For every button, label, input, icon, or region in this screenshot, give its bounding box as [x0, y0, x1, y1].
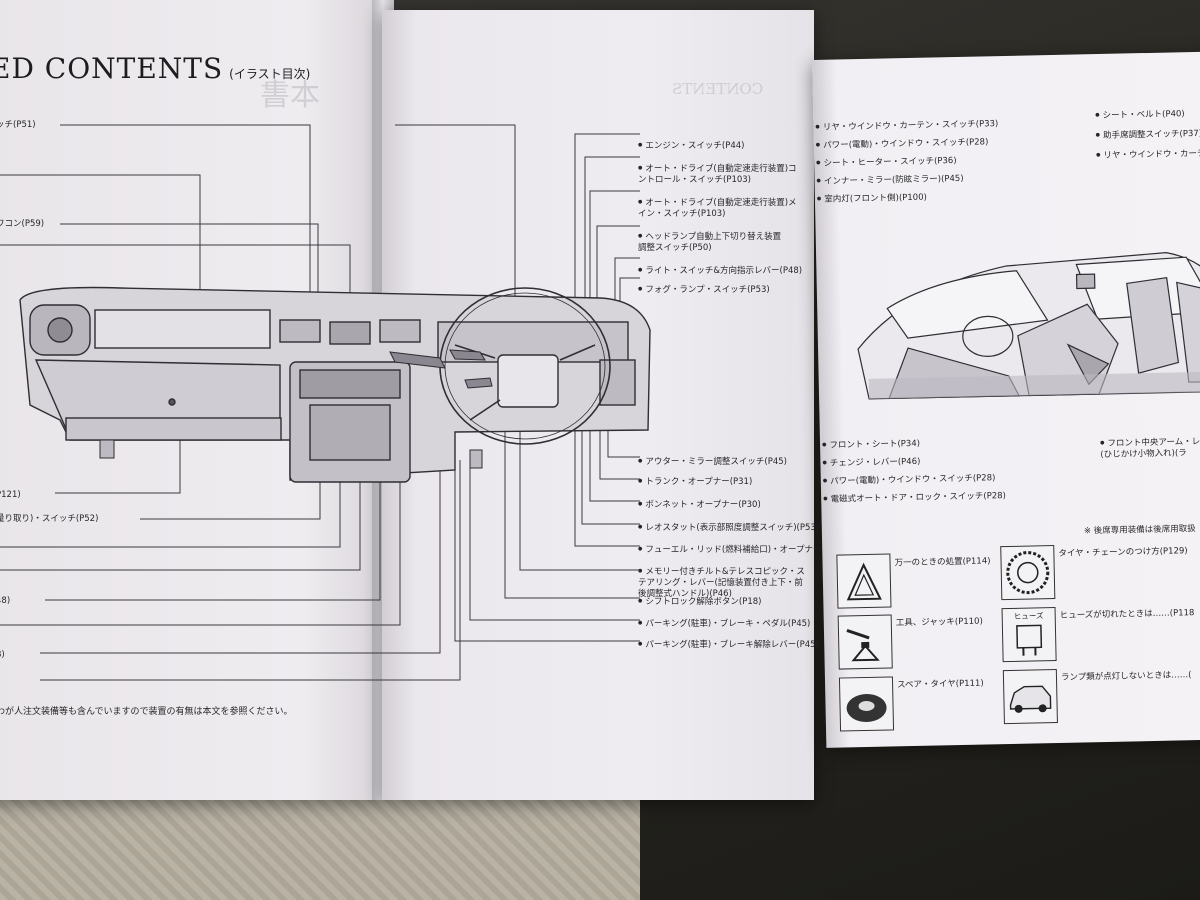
- emergency-label: ランプ類が点灯しないときは……(: [1060, 670, 1192, 683]
- emergency-label: ヒューズが切れたときは……(P118: [1059, 608, 1195, 621]
- heading-title: ED CONTENTS: [0, 52, 224, 85]
- right-page: リヤ・ウインドウ・カーテン・スイッチ(P33) パワー(電動)・ウインドウ・スイ…: [812, 51, 1200, 748]
- callout-label: オート・ドライブ(自動定速走行装置)メイン・スイッチ(P103): [638, 197, 798, 220]
- callout-label: ヘッドランプ自動上下切り替え装置調整スイッチ(P50): [638, 231, 788, 254]
- callout-label: トランク・オープナー(P31): [638, 476, 752, 488]
- callout-label: オート・ドライブ(自動定速走行装置)コントロール・スイッチ(P103): [638, 163, 798, 186]
- callout-label: シート・ベルト(P40): [1095, 108, 1185, 122]
- callout-label: レオスタット(表示部照度調整スイッチ)(P53): [638, 522, 819, 534]
- left-label: 8): [0, 650, 5, 660]
- fuse-icon: ヒューズ: [1001, 607, 1057, 663]
- callout-label: パワー(電動)・ウインドウ・スイッチ(P28): [823, 472, 996, 488]
- callout-label: 助手席調整スイッチ(P37): [1096, 128, 1200, 142]
- callout-label: メモリー付きチルト&テレスコピック・ステアリング・レバー(記憶装置付き上下・前後…: [638, 566, 806, 600]
- tire-chain-icon: [1000, 545, 1056, 601]
- left-label: ワコン(P59): [0, 219, 45, 229]
- callout-label: シート・ヒーター・スイッチ(P36): [816, 155, 957, 170]
- callout-label: チェンジ・レバー(P46): [822, 456, 921, 470]
- emergency-label: 万一のときの処置(P114): [894, 556, 991, 569]
- emergency-label: スペア・タイヤ(P111): [897, 678, 984, 691]
- emergency-label: タイヤ・チェーンのつけ方(P129): [1058, 546, 1188, 559]
- callout-label: ライト・スイッチ&方向指示レバー(P48): [638, 265, 802, 277]
- callout-label: 電磁式オート・ドア・ロック・スイッチ(P28): [823, 490, 1006, 506]
- jack-icon: [837, 614, 893, 670]
- heading-subtitle: (イラスト目次): [229, 67, 311, 81]
- warning-triangle-icon: [836, 553, 892, 609]
- car-front-icon: [1002, 669, 1058, 725]
- emergency-label: 工具、ジャッキ(P110): [895, 616, 983, 629]
- callout-label: エンジン・スイッチ(P44): [638, 140, 744, 152]
- left-label: P121): [0, 490, 21, 500]
- callout-label: パーキング(駐車)・ブレーキ解除レバー(P45): [638, 639, 818, 651]
- left-label: 48): [0, 596, 11, 606]
- left-label: ッチ(P51): [0, 120, 36, 130]
- callout-label: パワー(電動)・ウインドウ・スイッチ(P28): [816, 136, 989, 152]
- callout-label: フロント・シート(P34): [822, 438, 920, 452]
- page-heading: ED CONTENTS (イラスト目次): [0, 52, 310, 85]
- car-interior-illustration: [857, 252, 1200, 400]
- callout-label: インナー・ミラー(防眩ミラー)(P45): [816, 173, 964, 188]
- callout-label: フューエル・リッド(燃料補給口)・オープナー(P30): [638, 544, 844, 556]
- callout-label: ボンネット・オープナー(P30): [638, 499, 760, 511]
- callout-label: 室内灯(フロント側)(P100): [817, 192, 927, 206]
- left-footnote: わが人注文装備等も含んでいますので装置の有無は本文を参照ください。: [0, 707, 293, 717]
- callout-label: フォグ・ランプ・スイッチ(P53): [638, 284, 769, 296]
- callout-label: フロント中央アーム・レス(ひじかけ小物入れ)(ラ: [1100, 436, 1200, 461]
- callout-label: シフトロック解除ボタン(P18): [638, 596, 761, 608]
- callout-label: リヤ・ウインドウ・カーテン: [1096, 148, 1200, 162]
- callout-label: リヤ・ウインドウ・カーテン・スイッチ(P33): [815, 118, 999, 134]
- callout-label: アウター・ミラー調整スイッチ(P45): [638, 456, 787, 468]
- left-label: 量り取り)・スイッチ(P52): [0, 514, 99, 524]
- callout-label: パーキング(駐車)・ブレーキ・ペダル(P45): [638, 618, 810, 630]
- rear-seat-note: ※ 後席専用装備は後席用取扱: [1083, 524, 1196, 537]
- spare-tire-icon: [838, 676, 895, 732]
